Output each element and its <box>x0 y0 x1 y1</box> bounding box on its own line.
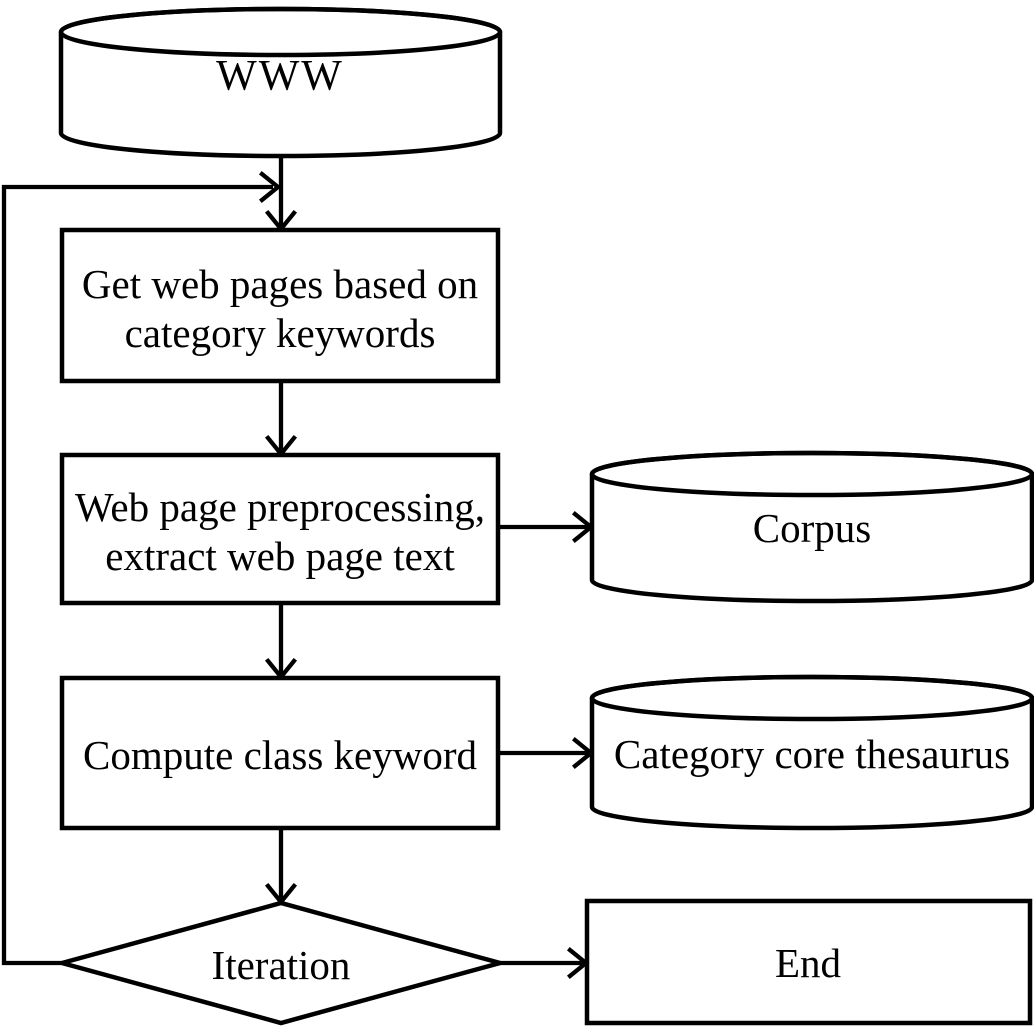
end-box <box>584 898 1033 1026</box>
edge-preprocessing-to-compute <box>264 603 298 681</box>
edge-compute-to-iteration <box>264 828 298 906</box>
node-iteration-label: Iteration <box>212 942 351 988</box>
node-www-label: WWW <box>216 53 344 100</box>
get-web-pages-box <box>59 227 501 384</box>
arrow-right-icon <box>258 170 282 204</box>
www-cylinder-rim <box>58 6 503 58</box>
edge-line <box>1 184 273 966</box>
edge-compute-to-thesaurus <box>498 736 595 770</box>
edge-iteration-loop-back <box>1 170 282 966</box>
node-get-web-pages-label-line2: category keywords <box>125 310 436 356</box>
node-end: End <box>584 898 1033 1026</box>
node-preprocessing-label-line1: Web page preprocessing, <box>75 484 485 530</box>
node-compute-class-keyword: Compute class keyword <box>59 675 501 831</box>
node-www: WWW <box>58 6 503 159</box>
node-category-core-thesaurus: Category core thesaurus <box>589 674 1034 831</box>
edge-iteration-to-end <box>500 946 590 980</box>
node-preprocessing-label-line2: extract web page text <box>105 533 455 579</box>
edge-get-web-pages-to-preprocessing <box>264 381 298 458</box>
node-get-web-pages: Get web pages based on category keywords <box>59 227 501 384</box>
edge-preprocessing-to-corpus <box>498 510 595 544</box>
node-corpus-label: Corpus <box>753 505 871 551</box>
node-compute-class-keyword-label: Compute class keyword <box>83 732 477 778</box>
node-web-page-preprocessing: Web page preprocessing, extract web page… <box>59 452 501 606</box>
node-iteration: Iteration <box>53 900 509 1026</box>
iteration-diamond-shape <box>53 900 509 1026</box>
node-corpus: Corpus <box>589 450 1034 604</box>
node-end-label: End <box>775 940 841 986</box>
compute-class-keyword-box <box>59 675 501 831</box>
corpus-cylinder-rim <box>589 450 1034 498</box>
category-core-thesaurus-cylinder-rim <box>589 674 1034 722</box>
node-get-web-pages-label-line1: Get web pages based on <box>82 261 478 307</box>
node-category-core-thesaurus-label: Category core thesaurus <box>614 731 1010 777</box>
web-page-preprocessing-box <box>59 452 501 606</box>
